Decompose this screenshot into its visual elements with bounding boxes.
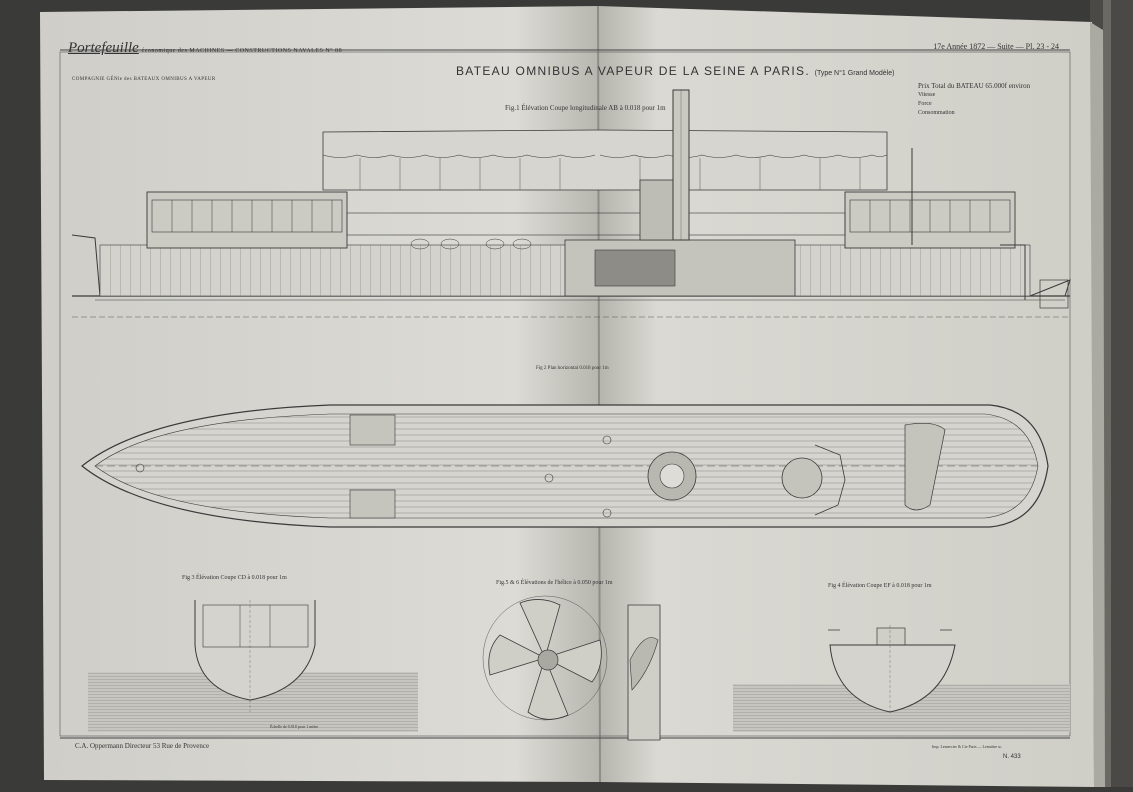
company-name: COMPAGNIE GÉNle des BATEAUX OMNIBUS A VA… bbox=[72, 77, 216, 82]
spec-consumption: Consommation bbox=[918, 110, 955, 116]
plate-title-type: (Type N°1 Grand Modèle) bbox=[814, 70, 895, 77]
fig3-caption: Fig 3 Élévation Coupe CD à 0.018 pour 1m bbox=[182, 575, 287, 581]
brand-subtitle: économique des MACHINES — CONSTRUCTIONS … bbox=[141, 48, 343, 54]
fig4-section bbox=[733, 625, 1070, 732]
specs-block: Prix Total du BATEAU 65.000f environ Vit… bbox=[918, 82, 1030, 118]
footer-printer: Imp. Lemercier & Cie Paris — Lemaître sc… bbox=[932, 744, 1003, 749]
spec-price: Prix Total du BATEAU 65.000f environ bbox=[918, 82, 1031, 90]
fig2-plan bbox=[81, 404, 1049, 528]
fig4-caption: Fig 4 Élévation Coupe EF à 0.018 pour 1m bbox=[828, 583, 932, 589]
brand-title: Portefeuille bbox=[68, 40, 139, 56]
scale-note: Échelle de 0.018 pour 1 mètre bbox=[270, 724, 319, 729]
propeller bbox=[482, 595, 661, 741]
fig1-elevation bbox=[71, 89, 1071, 318]
fig2-caption: Fig 2 Plan horizontal 0.018 pour 1m bbox=[536, 366, 609, 371]
fig5-caption: Fig.5 & 6 Élévations de l'hélice à 0.050… bbox=[496, 580, 613, 586]
fig3-section bbox=[88, 600, 418, 732]
plate-number: N. 433 bbox=[1003, 754, 1021, 760]
fig1-caption: Fig.1 Élévation Coupe longitudinale AB à… bbox=[505, 104, 666, 112]
spec-power: Force bbox=[918, 101, 932, 107]
plate-title-text: BATEAU OMNIBUS A VAPEUR DE LA SEINE A PA… bbox=[456, 64, 810, 78]
plate-title: BATEAU OMNIBUS A VAPEUR DE LA SEINE A PA… bbox=[456, 64, 894, 78]
header-plate-info: 17e Année 1872 — Suite — Pl. 23 - 24 bbox=[933, 42, 1059, 51]
header-brand: Portefeuille économique des MACHINES — C… bbox=[68, 40, 342, 57]
spec-speed: Vitesse bbox=[918, 92, 936, 98]
footer-publisher: C.A. Oppermann Directeur 53 Rue de Prove… bbox=[75, 742, 210, 750]
